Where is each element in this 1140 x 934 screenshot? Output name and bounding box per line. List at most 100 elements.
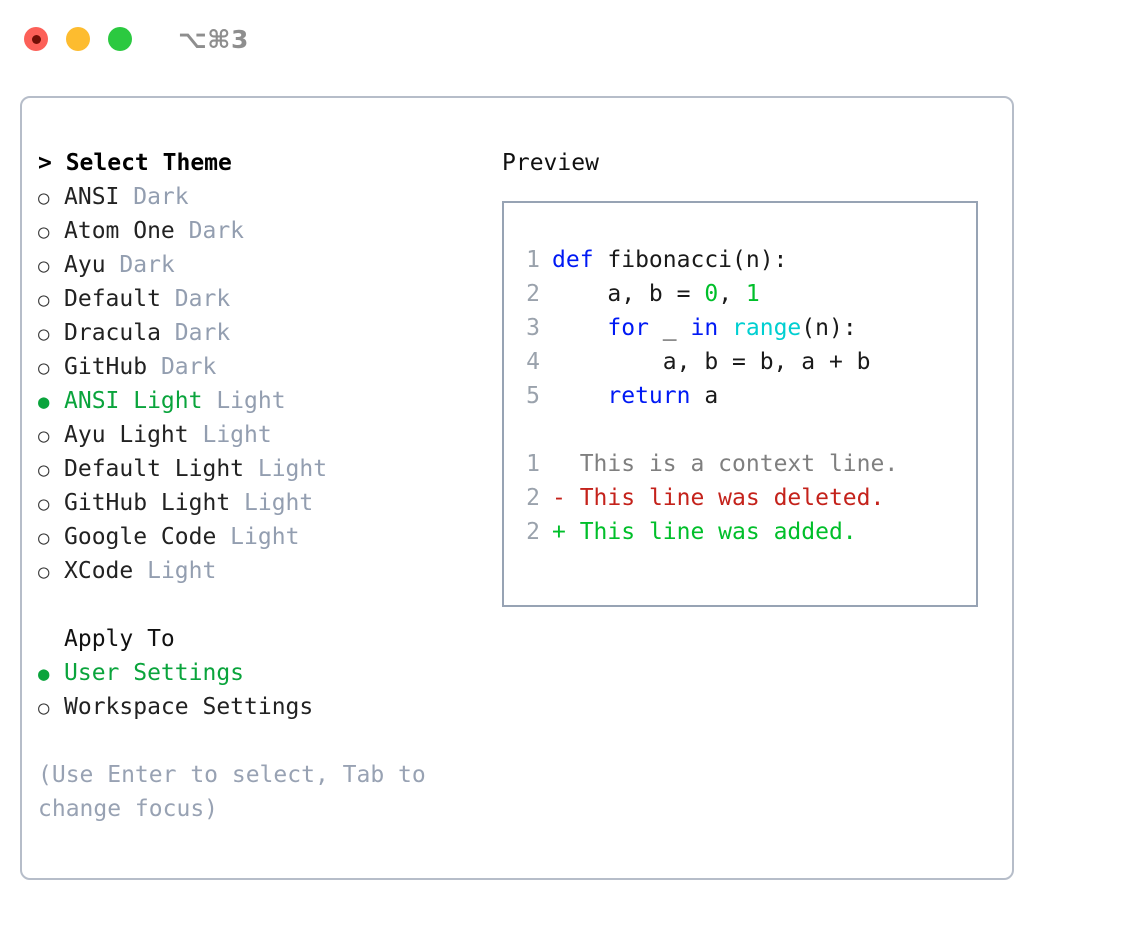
diff-line: 2 + This line was added. — [518, 515, 976, 549]
theme-variant-badge: Dark — [160, 286, 231, 312]
code-token-kw: return — [607, 383, 691, 409]
theme-variant-badge: Light — [188, 422, 272, 448]
diff-sign: - — [552, 485, 580, 511]
code-diff-separator — [518, 413, 976, 447]
radio-unselected-icon: ○ — [38, 289, 50, 311]
theme-option-label: Ayu — [64, 252, 106, 278]
theme-variant-badge: Light — [244, 456, 328, 482]
radio-unselected-icon: ○ — [38, 187, 50, 209]
code-token-plain: , — [718, 281, 746, 307]
theme-variant-badge: Light — [230, 490, 314, 516]
main-panel: > Select Theme ○ANSI Dark○Atom One Dark○… — [20, 96, 1014, 880]
apply-to-heading: Apply To — [64, 626, 175, 652]
apply-to-option-label: Workspace Settings — [64, 694, 314, 720]
theme-option-default[interactable]: ○ Default Dark — [38, 282, 478, 316]
code-token-plain: _ — [648, 315, 691, 341]
window-controls — [24, 27, 132, 51]
theme-variant-badge: Light — [216, 524, 300, 550]
code-line: 4 a, b = b, a + b — [518, 345, 976, 379]
theme-option-label: XCode — [64, 558, 134, 584]
diff-sample: 1 This is a context line.2- This line wa… — [518, 447, 976, 549]
theme-option-github-light[interactable]: ○ GitHub Light Light — [38, 486, 478, 520]
recording-indicator-icon — [31, 34, 41, 44]
radio-unselected-icon: ○ — [38, 255, 50, 277]
diff-sign — [552, 451, 580, 477]
theme-option-google-code[interactable]: ○ Google Code Light — [38, 520, 478, 554]
theme-option-label: Google Code — [64, 524, 217, 550]
theme-option-label: Dracula — [64, 320, 161, 346]
radio-unselected-icon: ○ — [38, 357, 50, 379]
diff-line-number: 1 — [526, 451, 540, 477]
diff-line-number: 2 — [526, 519, 540, 545]
code-line: 3 for _ in range(n): — [518, 311, 976, 345]
code-token-kw: in — [690, 315, 719, 341]
radio-unselected-icon: ○ — [38, 493, 50, 515]
theme-option-label: GitHub Light — [64, 490, 231, 516]
theme-option-xcode[interactable]: ○ XCode Light — [38, 554, 478, 588]
select-theme-heading: > Select Theme — [38, 150, 232, 176]
radio-unselected-icon: ○ — [38, 425, 50, 447]
diff-text: This line was added. — [579, 519, 857, 545]
keyboard-shortcut-label: ⌥⌘3 — [178, 24, 249, 54]
theme-option-ansi-light[interactable]: ●ANSI Light Light — [38, 384, 478, 418]
radio-unselected-icon: ○ — [38, 221, 50, 243]
theme-option-label: ANSI — [64, 184, 120, 210]
theme-variant-badge: Dark — [119, 184, 189, 210]
diff-line-number: 2 — [526, 485, 540, 511]
code-line-number: 3 — [526, 315, 540, 341]
apply-to-list: ● User Settings ○Workspace Settings — [38, 656, 478, 724]
theme-option-default-light[interactable]: ○ Default Light Light — [38, 452, 478, 486]
theme-option-label: Atom One — [64, 218, 175, 244]
diff-line: 2- This line was deleted. — [518, 481, 976, 515]
code-token-plain: (n): — [801, 315, 857, 341]
theme-variant-badge: Dark — [147, 354, 217, 380]
apply-to-option-label: User Settings — [64, 660, 245, 686]
theme-option-label: Default Light — [64, 456, 245, 482]
code-token-kw: for — [607, 315, 649, 341]
theme-variant-badge: Dark — [160, 320, 231, 346]
theme-option-label: Default — [64, 286, 161, 312]
theme-option-label: GitHub — [64, 354, 148, 380]
theme-list: ○ ANSI Dark ○ Atom One Dark ○ Ayu Dark ○ Defaul… — [38, 180, 478, 588]
theme-variant-badge: Light — [133, 558, 217, 584]
apply-to-option-workspace-settings[interactable]: ○Workspace Settings — [38, 690, 478, 724]
theme-option-ansi[interactable]: ○ ANSI Dark — [38, 180, 478, 214]
theme-option-github[interactable]: ○ GitHub Dark — [38, 350, 478, 384]
radio-unselected-icon: ○ — [38, 459, 50, 481]
code-line: 2 a, b = 0, 1 — [518, 277, 976, 311]
theme-option-ayu-light[interactable]: ○ Ayu Light Light — [38, 418, 478, 452]
theme-option-label: Ayu Light — [64, 422, 189, 448]
theme-variant-badge: Light — [202, 388, 286, 414]
theme-option-dracula[interactable]: ○Dracula Dark — [38, 316, 478, 350]
code-token-plain: a, b = — [552, 281, 705, 307]
apply-to-option-user-settings[interactable]: ● User Settings — [38, 656, 478, 690]
radio-unselected-icon: ○ — [38, 527, 50, 549]
theme-picker-column: > Select Theme ○ANSI Dark○Atom One Dark○… — [38, 146, 478, 826]
code-line: 5 return a — [518, 379, 976, 413]
code-token-fn: range — [732, 315, 802, 341]
diff-sign: + — [552, 519, 580, 545]
diff-line: 1 This is a context line. — [518, 447, 976, 481]
code-token-plain: fibonacci(n): — [593, 247, 788, 273]
radio-unselected-icon: ○ — [38, 561, 50, 583]
code-token-num: 1 — [745, 281, 760, 307]
theme-option-ayu[interactable]: ○Ayu Dark — [38, 248, 478, 282]
code-token-plain: a — [690, 383, 719, 409]
code-line-number: 2 — [526, 281, 540, 307]
radio-selected-icon: ● — [38, 663, 50, 685]
maximize-window-button[interactable] — [108, 27, 132, 51]
minimize-window-button[interactable] — [66, 27, 90, 51]
close-window-button[interactable] — [24, 27, 48, 51]
code-token-plain — [552, 383, 607, 409]
diff-text: This line was deleted. — [579, 485, 885, 511]
theme-option-atom-one[interactable]: ○ Atom One Dark — [38, 214, 478, 248]
code-token-plain — [718, 315, 732, 341]
theme-variant-badge: Dark — [174, 218, 245, 244]
keyboard-hint-text: (Use Enter to select, Tab to change focu… — [38, 762, 426, 822]
diff-text: This is a context line. — [579, 451, 899, 477]
